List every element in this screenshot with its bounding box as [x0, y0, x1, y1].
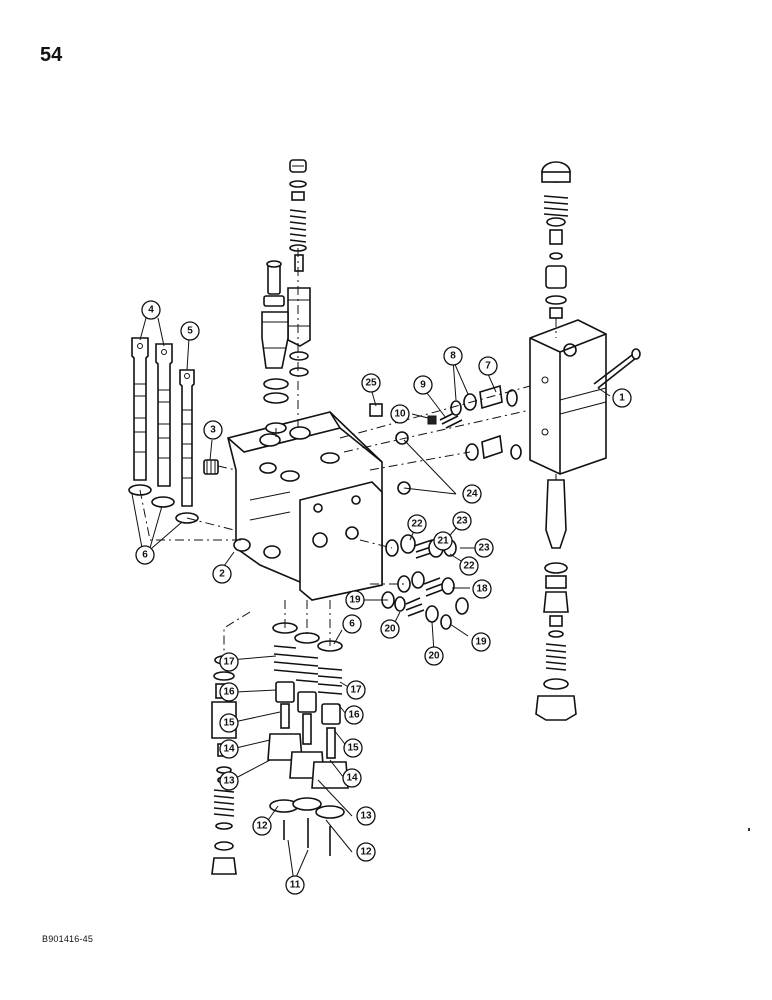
callout-label: 23 — [456, 516, 468, 527]
callout-label: 2 — [219, 569, 225, 580]
callout-label: 16 — [348, 710, 360, 721]
page-number: 54 — [40, 44, 63, 66]
callout-label: 22 — [411, 519, 423, 530]
callout: 13 — [219, 771, 239, 791]
tie-bolt — [593, 348, 641, 389]
callout: 10 — [390, 404, 410, 424]
stray-mark — [748, 828, 750, 831]
callout-label: 17 — [350, 685, 362, 696]
callout-label: 25 — [365, 378, 377, 389]
callout-label: 21 — [437, 536, 449, 547]
callout-label: 12 — [360, 847, 372, 858]
callout: 9 — [413, 375, 433, 395]
callout-label: 10 — [394, 409, 406, 420]
callout-label: 5 — [187, 326, 193, 337]
callout: 13 — [356, 806, 376, 826]
callout: 11 — [285, 875, 305, 895]
callout: 7 — [478, 356, 498, 376]
callout: 12 — [252, 816, 272, 836]
callout-label: 19 — [349, 595, 361, 606]
callout: 2 — [212, 564, 232, 584]
callout-label: 1 — [619, 393, 625, 404]
callout-label: 9 — [420, 380, 426, 391]
callout: 5 — [180, 321, 200, 341]
assembly-lines — [139, 248, 557, 660]
callout: 8 — [443, 346, 463, 366]
callout-label: 20 — [428, 651, 440, 662]
callout: 19 — [471, 632, 491, 652]
callout: 14 — [219, 739, 239, 759]
callout-label: 15 — [223, 718, 235, 729]
callouts: 1 2 3 4 5 6 6 7 8 9 10 11 12 12 13 13 14… — [135, 300, 632, 895]
callout: 21 — [433, 531, 453, 551]
spool-middle — [155, 343, 173, 487]
callout: 17 — [346, 680, 366, 700]
callout-label: 18 — [476, 584, 488, 595]
callout-label: 13 — [223, 776, 235, 787]
callout-label: 20 — [384, 624, 396, 635]
callout: 16 — [219, 682, 239, 702]
callout: 23 — [452, 511, 472, 531]
callout: 18 — [472, 579, 492, 599]
callout-label: 14 — [223, 744, 235, 755]
callout-label: 6 — [349, 619, 355, 630]
callout-label: 4 — [148, 305, 154, 316]
callout: 25 — [361, 373, 381, 393]
callout: 1 — [612, 388, 632, 408]
callout: 17 — [219, 652, 239, 672]
end-cover-block — [529, 319, 607, 475]
spool-left — [131, 337, 149, 481]
callout: 15 — [343, 738, 363, 758]
callout-label: 14 — [346, 773, 358, 784]
callout: 4 — [141, 300, 161, 320]
callout: 22 — [407, 514, 427, 534]
callout: 20 — [424, 646, 444, 666]
callout-label: 24 — [466, 489, 478, 500]
side-port-seals — [381, 534, 469, 630]
upper-relief-valve-stack — [261, 159, 311, 434]
callout: 15 — [219, 713, 239, 733]
callout-label: 11 — [290, 880, 301, 891]
spacer-block — [369, 403, 383, 417]
callout-label: 17 — [223, 657, 235, 668]
plug — [203, 459, 219, 475]
valve-body — [227, 411, 383, 601]
callout-label: 3 — [210, 425, 216, 436]
callout: 23 — [474, 538, 494, 558]
callout-label: 7 — [485, 361, 491, 372]
o-ring — [151, 496, 175, 508]
callout-label: 23 — [478, 543, 490, 554]
spool-right — [179, 369, 195, 507]
leader-lines — [131, 317, 611, 883]
callout: 16 — [344, 705, 364, 725]
callout-label: 15 — [347, 743, 359, 754]
callout-label: 12 — [256, 821, 268, 832]
callout-label: 19 — [475, 637, 487, 648]
callout-label: 22 — [463, 561, 475, 572]
check-valve-lower — [465, 434, 522, 461]
callout: 22 — [459, 556, 479, 576]
callout: 6 — [342, 614, 362, 634]
callout: 24 — [462, 484, 482, 504]
callout: 20 — [380, 619, 400, 639]
callout: 3 — [203, 420, 223, 440]
figure-code: B901416-45 — [42, 934, 94, 944]
callout-label: 6 — [142, 550, 148, 561]
callout-label: 8 — [450, 351, 456, 362]
check-valve-upper — [427, 384, 518, 429]
callout: 14 — [342, 768, 362, 788]
right-relief-valve-stack — [535, 161, 577, 721]
callout-label: 16 — [223, 687, 235, 698]
callout: 19 — [345, 590, 365, 610]
callout-label: 13 — [360, 811, 372, 822]
lower-stack-c — [311, 640, 349, 856]
callout: 6 — [135, 545, 155, 565]
callout: 12 — [356, 842, 376, 862]
